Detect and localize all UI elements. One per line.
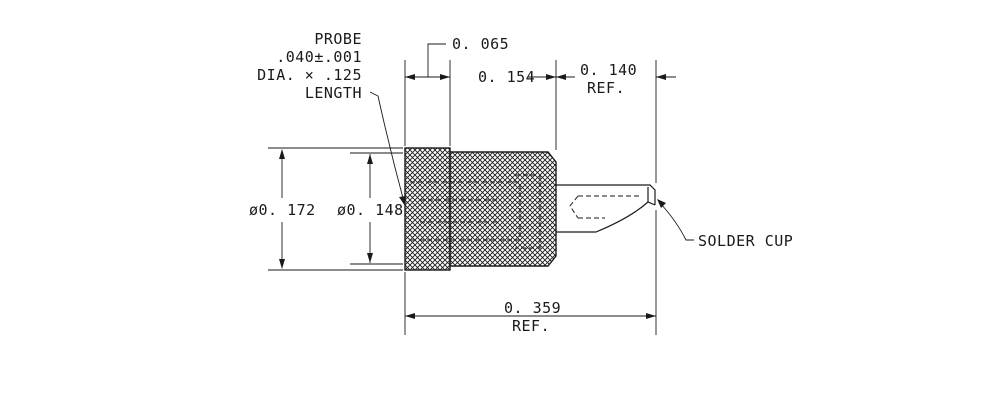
probe-label-line2: .040±.001 xyxy=(276,48,362,66)
leader-probe xyxy=(369,91,406,206)
dim-cup-length-label: 0. 140 xyxy=(580,61,637,79)
dim-overall-length xyxy=(405,313,656,319)
extension-lines xyxy=(268,60,657,335)
probe-label-line3: DIA. × .125 xyxy=(257,66,362,84)
dim-flange-width-label: 0. 065 xyxy=(452,35,509,53)
dim-cup-length xyxy=(556,74,676,80)
dim-body-length-label: 0. 154 xyxy=(478,68,535,86)
dim-inner-diameter xyxy=(367,154,373,263)
knurled-flange xyxy=(404,147,451,271)
solder-cup-label: SOLDER CUP xyxy=(698,232,793,250)
dim-inner-diameter-label: ø0. 148 xyxy=(337,201,404,219)
dim-outer-diameter xyxy=(279,149,285,269)
dim-flange-width xyxy=(405,43,450,80)
dim-outer-diameter-label: ø0. 172 xyxy=(249,201,316,219)
hidden-bore-lines xyxy=(410,174,541,249)
probe-label-line4: LENGTH xyxy=(305,84,362,102)
dim-overall-ref-label: REF. xyxy=(512,317,550,335)
knurled-body xyxy=(449,151,557,267)
leader-solder-cup xyxy=(657,199,694,241)
probe-label-line1: PROBE xyxy=(314,30,362,48)
dim-cup-ref-label: REF. xyxy=(587,79,625,97)
dim-overall-length-label: 0. 359 xyxy=(504,299,561,317)
connector-part xyxy=(404,147,656,271)
solder-cup-pin xyxy=(556,184,656,233)
dim-body-length xyxy=(528,74,556,80)
